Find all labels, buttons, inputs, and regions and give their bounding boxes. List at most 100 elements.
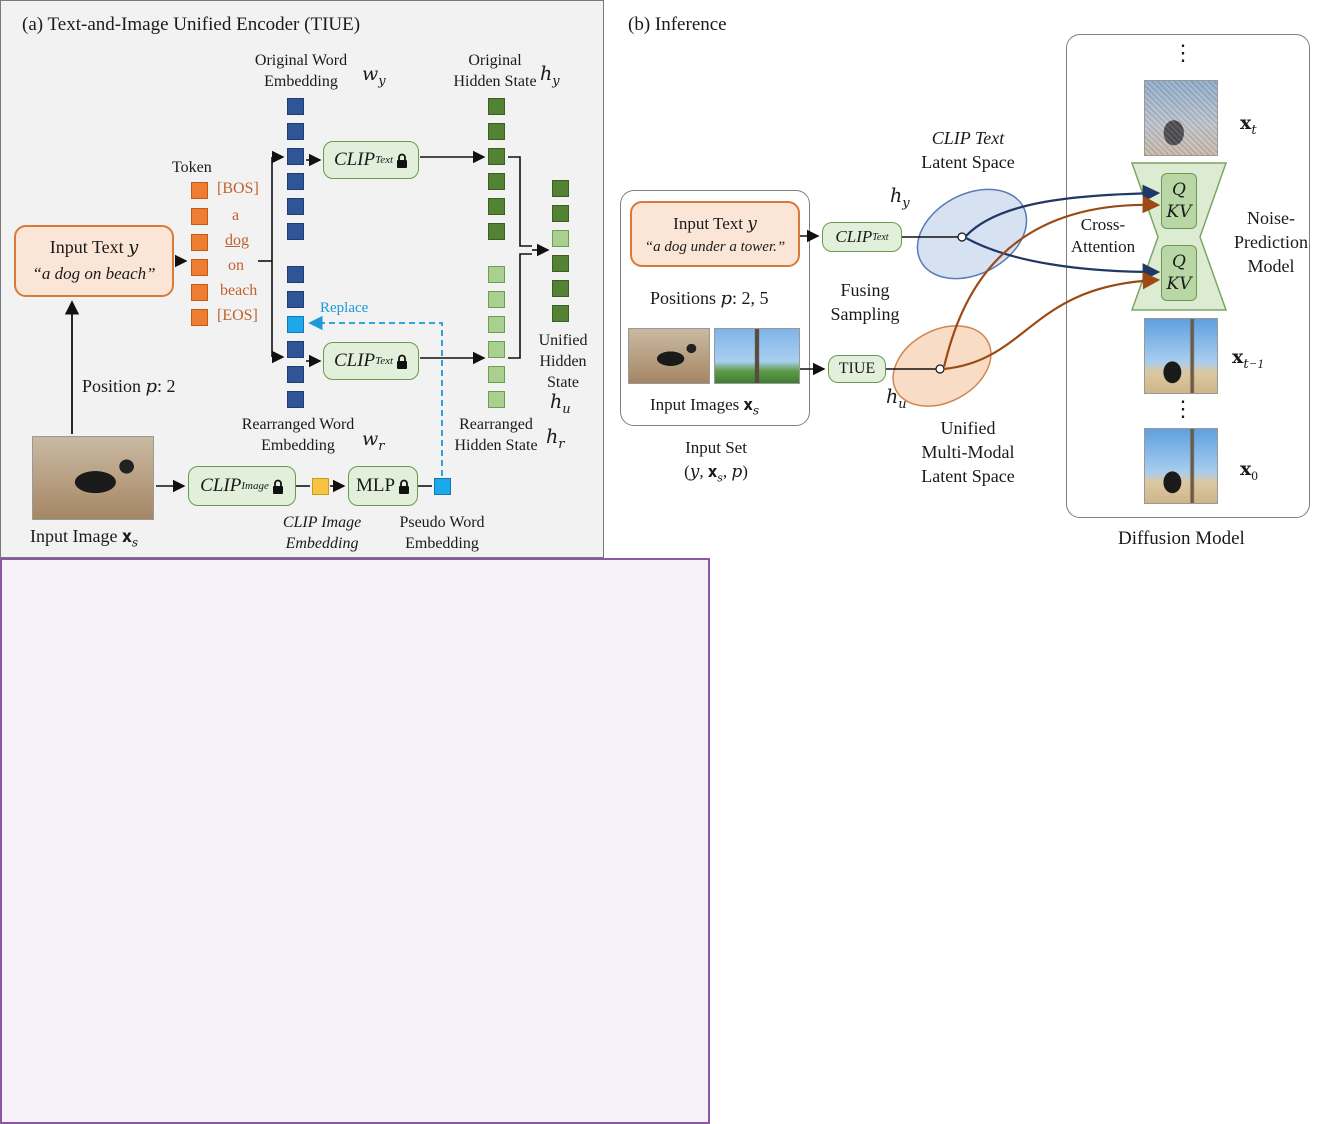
input-text-quote: “a dog on beach” — [32, 264, 156, 283]
dots-top: ⋮ — [1172, 40, 1194, 65]
input-text-title: Input Text 𝑦 — [673, 214, 757, 233]
unified-latent-space-label: Unified Multi-Modal Latent Space — [921, 418, 1015, 486]
token-text: a — [232, 207, 240, 224]
token-text: beach — [220, 282, 258, 299]
fusing-sampling-label: Fusing Sampling — [830, 280, 900, 324]
word-embedding-square — [287, 266, 304, 283]
input-image-label: Input Image 𝐱𝑠 — [30, 526, 139, 550]
lock-icon — [272, 479, 283, 494]
word-embedding-square — [287, 223, 304, 240]
x-0-label: 𝐱0 — [1240, 459, 1258, 483]
rearranged-hidden-state-label: Rearranged Hidden State — [454, 416, 538, 454]
input-text-box-b: Input Text 𝑦 “a dog under a tower.” — [630, 201, 800, 267]
pseudo-word-embedding-label: Pseudo Word Embedding — [399, 514, 485, 552]
hidden-state-square — [488, 198, 505, 215]
unified-hidden-state-label: Unified Hidden State — [538, 332, 588, 391]
hidden-state-square — [488, 123, 505, 140]
lock-icon — [397, 354, 408, 369]
mlp-box: MLP — [348, 466, 418, 506]
h-y-symbol-b: ℎ𝑦 — [890, 186, 910, 210]
panel-a-title: (a) Text-and-Image Unified Encoder (TIUE… — [22, 14, 361, 35]
word-embedding-square — [287, 366, 304, 383]
input-text-title: Input Text 𝑦 — [49, 237, 139, 257]
word-embedding-square — [287, 98, 304, 115]
input-image-dog — [32, 436, 154, 520]
panel-b — [0, 558, 710, 1124]
noisy-image-xt — [1144, 80, 1218, 156]
word-embedding-square — [287, 173, 304, 190]
replace-label: Replace — [320, 300, 369, 316]
tiue-box: TIUE — [828, 355, 886, 383]
position-label: Position 𝑝: 2 — [82, 376, 176, 396]
word-embedding-square — [287, 123, 304, 140]
arrows-overlay — [64, 150, 1161, 493]
rearranged-hidden-square — [488, 266, 505, 283]
hidden-state-square — [488, 173, 505, 190]
x-t-label: 𝐱𝑡 — [1240, 113, 1257, 137]
token-text: on — [228, 257, 244, 274]
h-r-symbol: ℎ𝑟 — [546, 427, 565, 451]
original-word-embedding-label: Original Word Embedding — [254, 52, 348, 90]
hidden-state-square — [488, 148, 505, 165]
positions-label: Positions 𝑝: 2, 5 — [650, 288, 769, 308]
unified-hidden-square — [552, 305, 569, 322]
word-embedding-square — [287, 198, 304, 215]
h-y-symbol: ℎ𝑦 — [540, 64, 560, 88]
word-embedding-square — [287, 391, 304, 408]
rearranged-word-embedding-label: Rearranged Word Embedding — [241, 416, 355, 454]
noise-prediction-label: Noise- Prediction Model — [1234, 208, 1308, 276]
unified-hidden-square — [552, 230, 569, 247]
rearranged-hidden-square — [488, 366, 505, 383]
rearranged-hidden-square — [488, 291, 505, 308]
unified-hidden-square — [552, 280, 569, 297]
panel-b-title: (b) Inference — [628, 14, 727, 35]
clip-latent-ellipse — [916, 188, 1028, 280]
token-label: Token — [172, 159, 212, 176]
pseudo-word-square — [287, 316, 304, 333]
x-t-1-label: 𝐱𝑡−1 — [1232, 347, 1264, 371]
unified-hidden-square — [552, 255, 569, 272]
lock-icon — [397, 153, 408, 168]
token-square — [191, 208, 208, 225]
token-square — [191, 284, 208, 301]
token-text: [EOS] — [217, 307, 258, 324]
input-set-label: Input Set (𝑦, 𝐱𝑠, 𝑝) — [684, 438, 748, 485]
input-images-label: Input Images 𝐱𝑠 — [650, 395, 759, 418]
clip-image-embedding-label: CLIP Image Embedding — [282, 514, 362, 552]
h-u-symbol-b: ℎ𝑢 — [886, 387, 907, 411]
unified-hidden-square — [552, 180, 569, 197]
input-text-quote: “a dog under a tower.” — [644, 239, 786, 255]
token-text: [BOS] — [217, 180, 259, 197]
w-y-symbol: 𝑤𝑦 — [362, 64, 386, 88]
hidden-state-square — [488, 98, 505, 115]
h-u-symbol: ℎ𝑢 — [550, 392, 571, 416]
pseudo-word-embedding-square — [434, 478, 451, 495]
cross-attention-label: Cross- Attention — [1070, 215, 1136, 256]
input-image-dog — [628, 328, 710, 384]
token-square — [191, 309, 208, 326]
clip-image-embedding-square — [312, 478, 329, 495]
token-square — [191, 182, 208, 199]
lock-icon — [399, 479, 410, 494]
image-xt-1 — [1144, 318, 1218, 394]
rearranged-hidden-square — [488, 316, 505, 333]
diffusion-model-label: Diffusion Model — [1118, 528, 1245, 549]
word-embedding-square — [287, 291, 304, 308]
word-embedding-square — [287, 341, 304, 358]
token-square — [191, 234, 208, 251]
hidden-state-square — [488, 223, 505, 240]
input-image-tower — [714, 328, 800, 384]
unified-hidden-square — [552, 205, 569, 222]
image-x0 — [1144, 428, 1218, 504]
token-text: dog — [225, 232, 249, 249]
rearranged-hidden-square — [488, 341, 505, 358]
input-text-box-a: Input Text 𝑦 “a dog on beach” — [14, 225, 174, 297]
word-embedding-square — [287, 148, 304, 165]
w-r-symbol: 𝑤𝑟 — [362, 429, 385, 453]
